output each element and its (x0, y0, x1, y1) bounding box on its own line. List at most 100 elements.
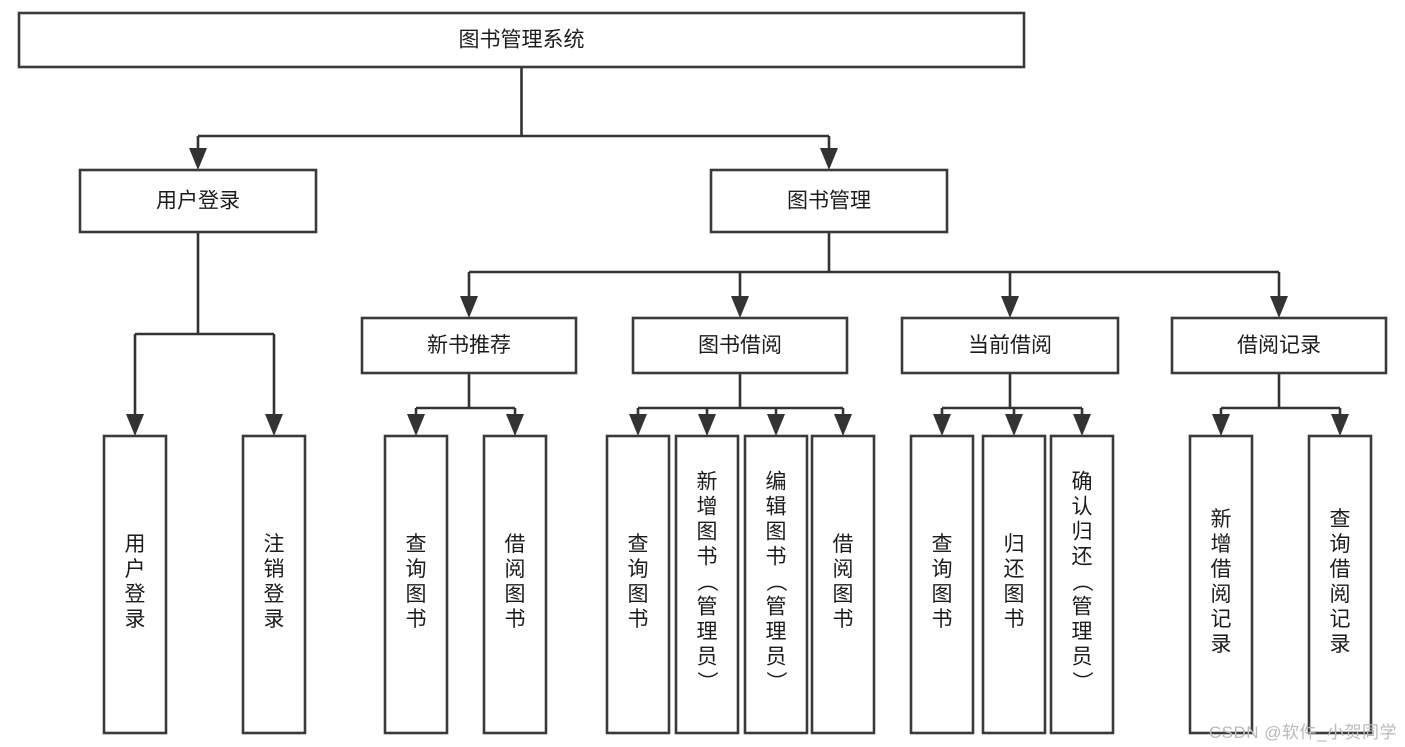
box-label-char: 查 (406, 533, 427, 556)
box-label-char: 理 (1072, 621, 1093, 644)
box-outline (631, 316, 849, 375)
level3-node-4[interactable]: 借阅记录 (1170, 316, 1388, 375)
box-label-char: 书 (932, 608, 953, 631)
level2-node-1[interactable]: 用户登录 (78, 168, 318, 234)
box-label: 图书管理 (787, 190, 871, 213)
box-label-char: 还 (1004, 558, 1025, 581)
box-label-char: 书 (1004, 608, 1025, 631)
box-label-char: 录 (1330, 633, 1351, 656)
box-label-char: 理 (697, 621, 718, 644)
leaf-node-1[interactable]: 用户登录 (102, 434, 168, 735)
level3-node-2[interactable]: 图书借阅 (631, 316, 849, 375)
arrow-head-icon (834, 414, 852, 436)
level3-node-3[interactable]: 当前借阅 (900, 316, 1120, 375)
box-outline (241, 434, 307, 735)
arrow-head-icon (265, 414, 283, 436)
box-label-char: ） (1070, 671, 1093, 692)
box-outline (981, 434, 1047, 735)
arrow-head-icon (731, 296, 749, 318)
box-label-char: 书 (697, 546, 718, 569)
arrow-head-icon (1001, 296, 1019, 318)
arrow-head-icon (407, 414, 425, 436)
box-label-char: （ (695, 571, 718, 592)
box-label-char: 图 (833, 583, 854, 606)
arrow-head-icon (767, 414, 785, 436)
arrow-head-icon (698, 414, 716, 436)
box-outline (1307, 434, 1373, 735)
box-label-char: 图 (932, 583, 953, 606)
box-label-char: 新 (1211, 508, 1232, 531)
box-label-char: 查 (932, 533, 953, 556)
box-outline (1170, 316, 1388, 375)
box-label-char: 阅 (833, 558, 854, 581)
box-outline (743, 434, 809, 735)
box-label: 图书借阅 (698, 334, 782, 357)
box-label-char: 管 (1072, 596, 1093, 619)
arrow-head-icon (1212, 414, 1230, 436)
box-label-char: 阅 (505, 558, 526, 581)
box-outline (78, 168, 318, 234)
box-outline (17, 11, 1026, 69)
arrow-head-icon (1005, 414, 1023, 436)
box-label-char: ） (764, 671, 787, 692)
box-label-char: 员 (1072, 646, 1093, 669)
box-label-char: 归 (1072, 521, 1093, 544)
box-label-char: 管 (766, 596, 787, 619)
box-label-char: 借 (1211, 558, 1232, 581)
box-outline (1188, 434, 1254, 735)
box-label-char: 查 (628, 533, 649, 556)
box-label-char: 书 (766, 546, 787, 569)
box-outline (674, 434, 740, 735)
box-label-char: 借 (833, 533, 854, 556)
box-label-char: 户 (125, 558, 146, 581)
level2-node-2[interactable]: 图书管理 (709, 168, 949, 234)
box-label-char: 员 (766, 646, 787, 669)
box-label-char: 阅 (1211, 583, 1232, 606)
box-label-char: 登 (264, 583, 285, 606)
box-label-char: 借 (1330, 558, 1351, 581)
box-label-char: 询 (932, 558, 953, 581)
arrow-head-icon (933, 414, 951, 436)
arrow-head-icon (1270, 296, 1288, 318)
box-label-char: 图 (406, 583, 427, 606)
box-label-char: 询 (1330, 533, 1351, 556)
box-outline (383, 434, 449, 735)
box-outline (709, 168, 949, 234)
box-label-char: 增 (1211, 533, 1232, 556)
box-label-char: 查 (1330, 508, 1351, 531)
box-label-char: 增 (697, 496, 718, 519)
box-label-char: 图 (628, 583, 649, 606)
node-boxes: 图书管理系统用户登录图书管理新书推荐图书借阅当前借阅借阅记录用户登录注销登录查询… (17, 11, 1388, 735)
box-label-char: 借 (505, 533, 526, 556)
box-label-char: 登 (125, 583, 146, 606)
box-label-char: 还 (1072, 546, 1093, 569)
box-label: 借阅记录 (1237, 334, 1321, 357)
level3-node-1[interactable]: 新书推荐 (360, 316, 578, 375)
box-label-char: 阅 (1330, 583, 1351, 606)
arrow-head-icon (820, 148, 838, 170)
box-label-char: （ (764, 571, 787, 592)
arrow-head-icon (1331, 414, 1349, 436)
root-node-1[interactable]: 图书管理系统 (17, 11, 1026, 69)
box-label-char: 用 (125, 533, 146, 556)
box-outline (900, 316, 1120, 375)
box-outline (102, 434, 168, 735)
box-label-char: 注 (264, 533, 285, 556)
box-outline (909, 434, 975, 735)
arrow-head-icon (189, 148, 207, 170)
box-label-char: 辑 (766, 496, 787, 519)
